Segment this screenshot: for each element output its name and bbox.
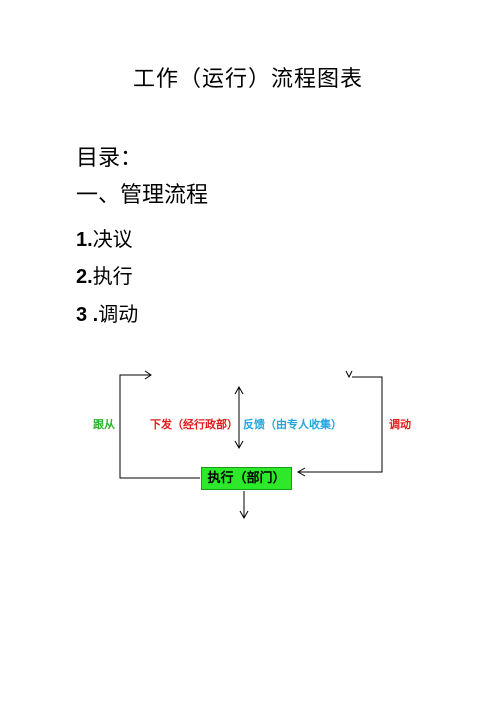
toc-item-execution: 2.执行 bbox=[76, 262, 133, 291]
double-arrow-up-head bbox=[234, 385, 244, 395]
issue-label: 下发（经行政部） bbox=[150, 418, 238, 431]
toc-item-number: 3 . bbox=[76, 304, 99, 326]
right-loop-top-mark bbox=[345, 370, 353, 379]
toc-item-transfer: 3 .调动 bbox=[76, 300, 138, 329]
toc-item-resolution: 1.决议 bbox=[76, 225, 133, 254]
transfer-label: 调动 bbox=[389, 418, 411, 431]
page-title: 工作（运行）流程图表 bbox=[132, 67, 363, 92]
section-heading: 一、管理流程 bbox=[76, 183, 209, 208]
toc-item-number: 1. bbox=[76, 229, 93, 251]
feedback-label: 反馈（由专人收集） bbox=[243, 418, 342, 431]
execute-department-box: 执行（部门） bbox=[201, 467, 292, 490]
toc-item-label: 执行 bbox=[92, 264, 133, 288]
output-arrowhead bbox=[239, 510, 249, 520]
right-loop-line bbox=[298, 376, 383, 473]
toc-item-label: 决议 bbox=[92, 227, 133, 251]
left-loop-line bbox=[119, 374, 200, 479]
toc-item-label: 调动 bbox=[98, 302, 139, 326]
double-arrow-down-head bbox=[234, 440, 244, 450]
follow-label: 跟从 bbox=[93, 418, 115, 431]
right-loop-arrowhead bbox=[296, 467, 306, 477]
toc-item-number: 2. bbox=[76, 266, 93, 288]
toc-heading: 目录： bbox=[76, 146, 143, 171]
left-loop-arrowhead bbox=[144, 370, 152, 380]
